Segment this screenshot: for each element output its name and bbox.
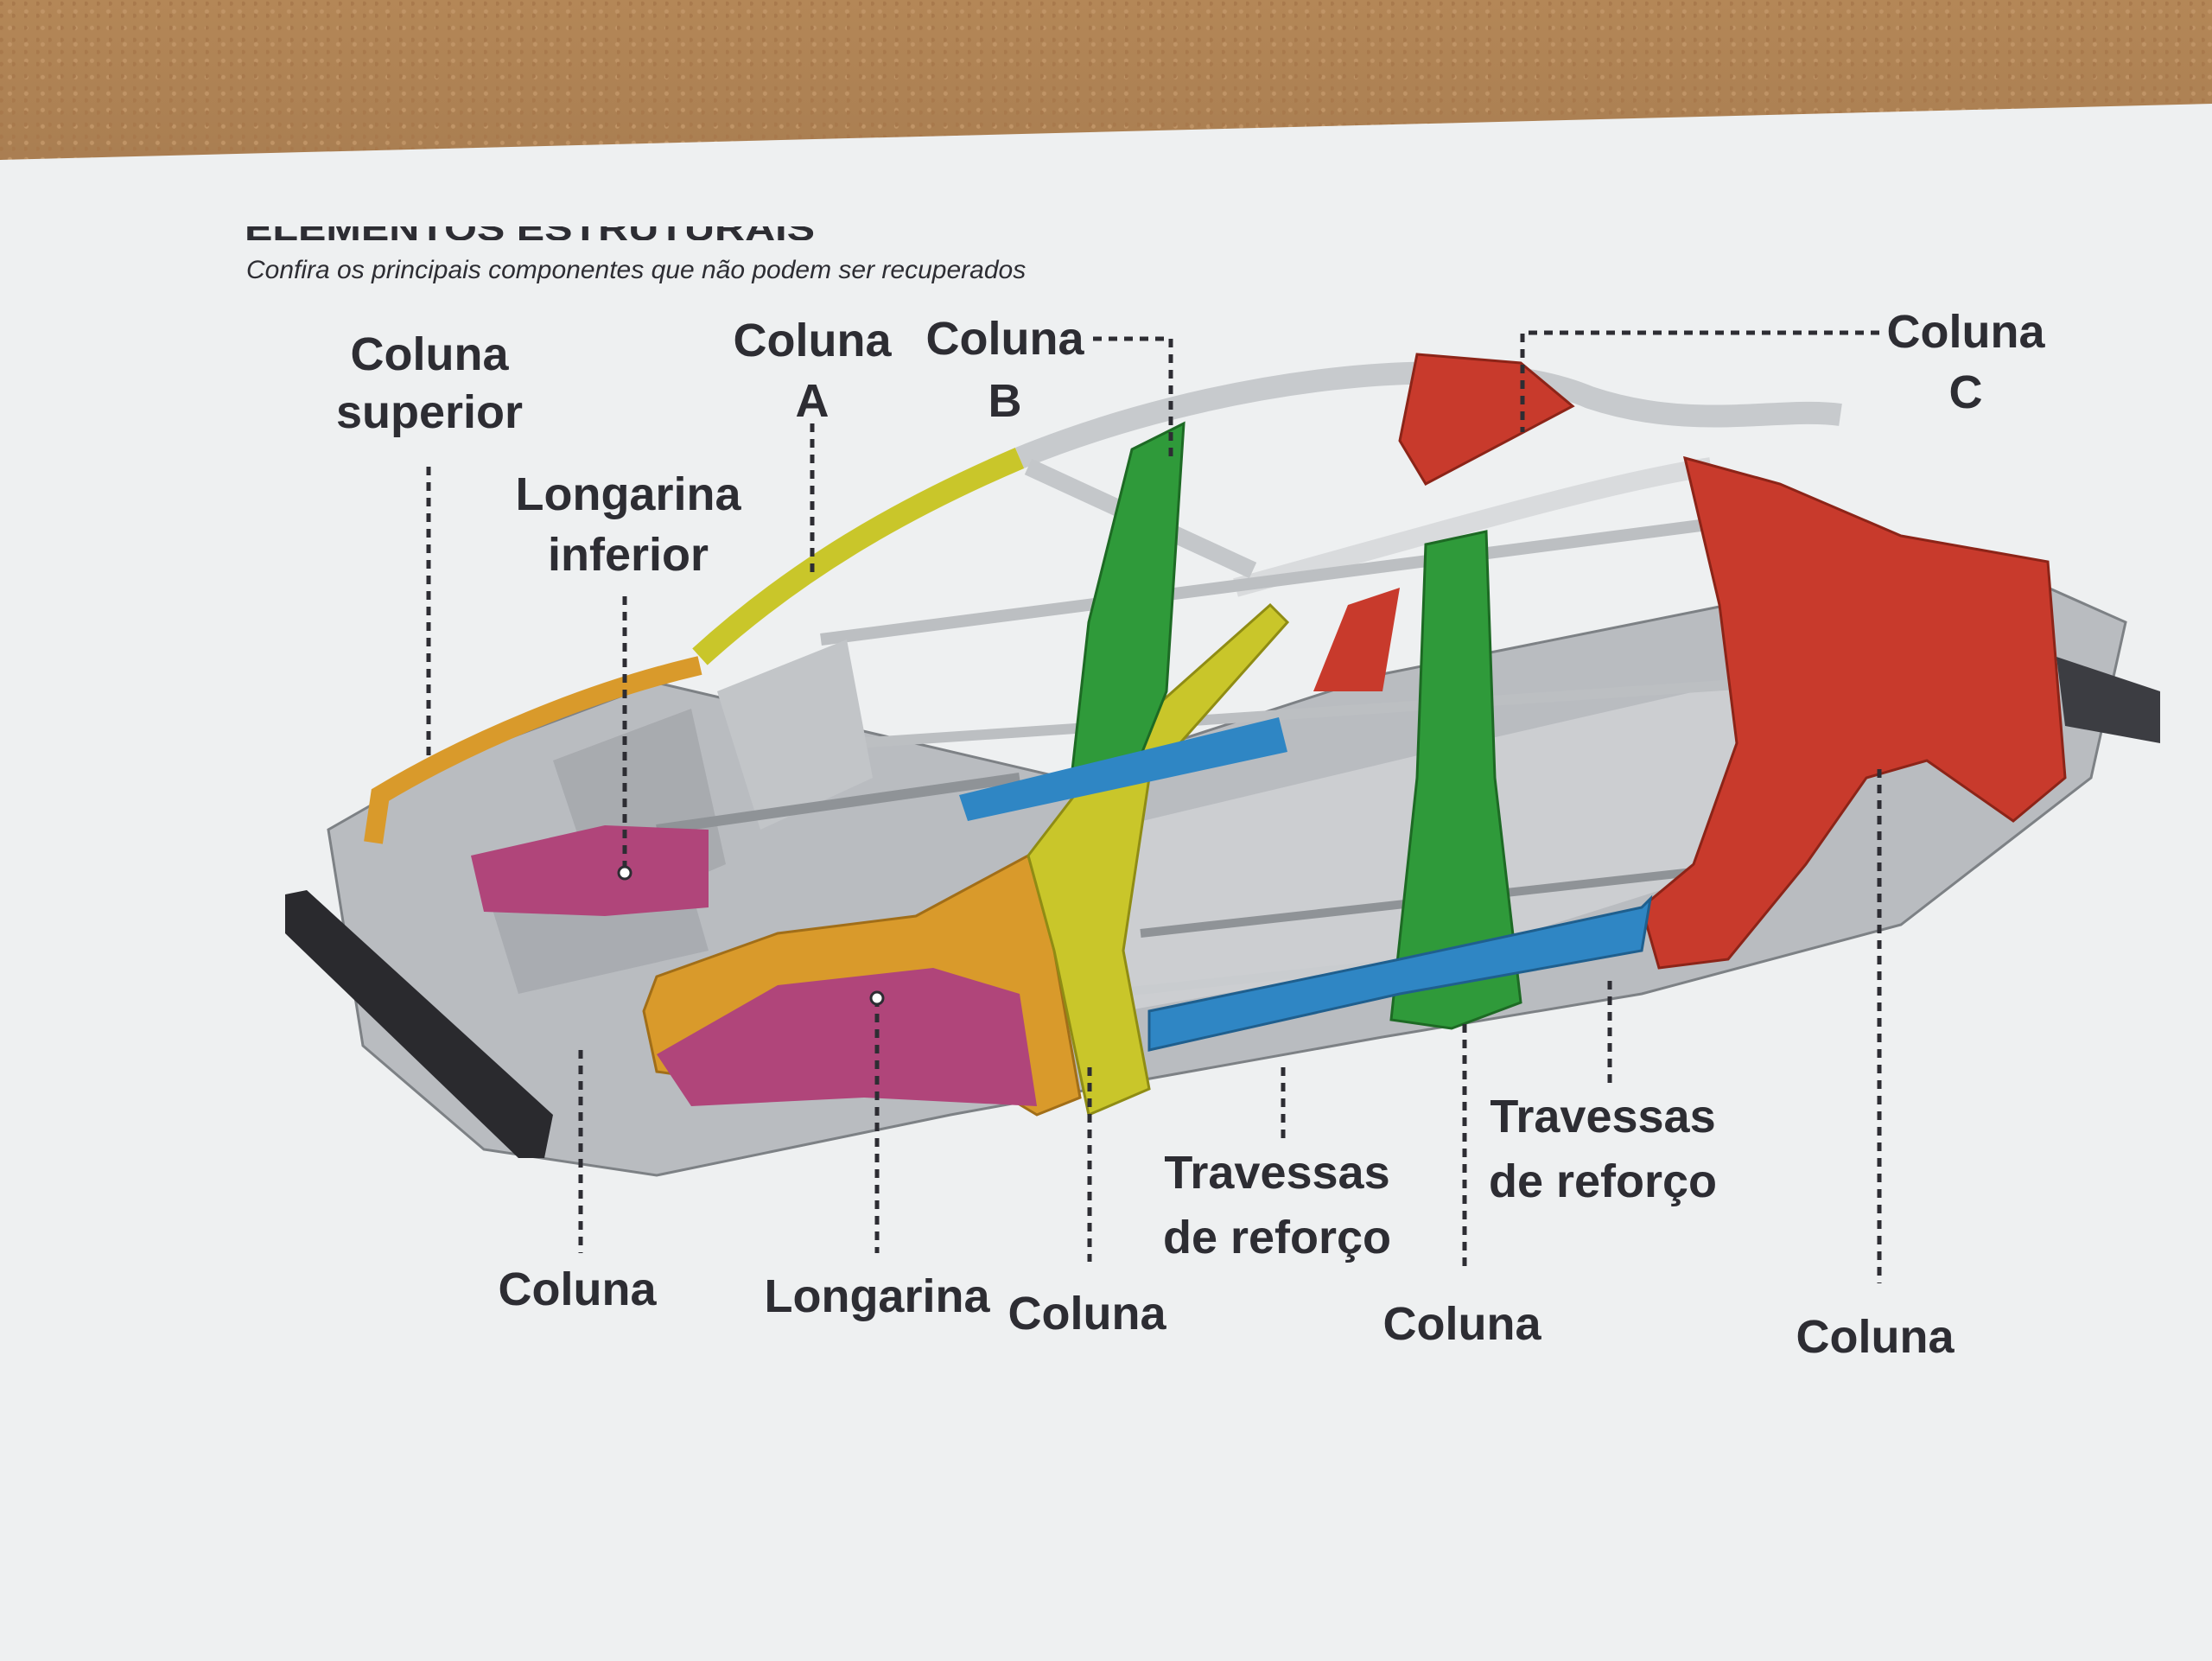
label-longarina-inferior-2: inferior — [548, 529, 709, 581]
front-bumper-beam — [285, 890, 553, 1158]
travessas-de-reforco-sill — [1147, 894, 1653, 1052]
label-coluna-a-2: A — [796, 375, 830, 427]
coluna-superior-part — [364, 656, 702, 844]
label-bottom-longarina: Longarina — [764, 1270, 990, 1322]
label-coluna-superior-1: Coluna — [351, 328, 510, 380]
longarina-part — [657, 968, 1037, 1106]
leader-lines — [426, 330, 1882, 1283]
label-travessas-2a: Travessas — [1490, 1091, 1715, 1142]
label-coluna-b-2: B — [988, 375, 1022, 427]
coluna-a-part — [692, 448, 1025, 665]
label-longarina-inferior-1: Longarina — [515, 468, 741, 520]
coluna-b-lower — [1389, 530, 1522, 1030]
label-bottom-coluna-3: Coluna — [1383, 1298, 1542, 1350]
rear-bumper-bracket — [2056, 657, 2160, 743]
label-bottom-coluna-4: Coluna — [1796, 1311, 1955, 1363]
label-coluna-c-2: C — [1949, 366, 1983, 418]
page-subtitle: Confira os principais componentes que nã… — [246, 256, 1026, 284]
label-travessas-1a: Travessas — [1164, 1147, 1389, 1199]
label-travessas-2b: de reforço — [1489, 1155, 1717, 1207]
travessas-de-reforco-upper — [959, 717, 1287, 821]
page-title: ELEMENTOS ESTRUTURAIS — [245, 210, 815, 248]
longarina-inferior-part — [471, 825, 709, 916]
label-coluna-a-1: Coluna — [734, 315, 893, 366]
label-bottom-coluna-2: Coluna — [1008, 1288, 1167, 1340]
coluna-c-upper — [1398, 353, 1575, 486]
label-coluna-b-1: Coluna — [926, 313, 1085, 365]
label-travessas-1b: de reforço — [1163, 1212, 1391, 1263]
coluna-a-lower — [1027, 602, 1290, 1117]
coluna-c-rear-quarter — [1640, 455, 2067, 970]
label-coluna-superior-2: superior — [336, 386, 523, 438]
label-coluna-c-1: Coluna — [1887, 306, 2046, 358]
car-body-structure — [285, 353, 2160, 1177]
label-bottom-coluna-1: Coluna — [499, 1263, 658, 1315]
